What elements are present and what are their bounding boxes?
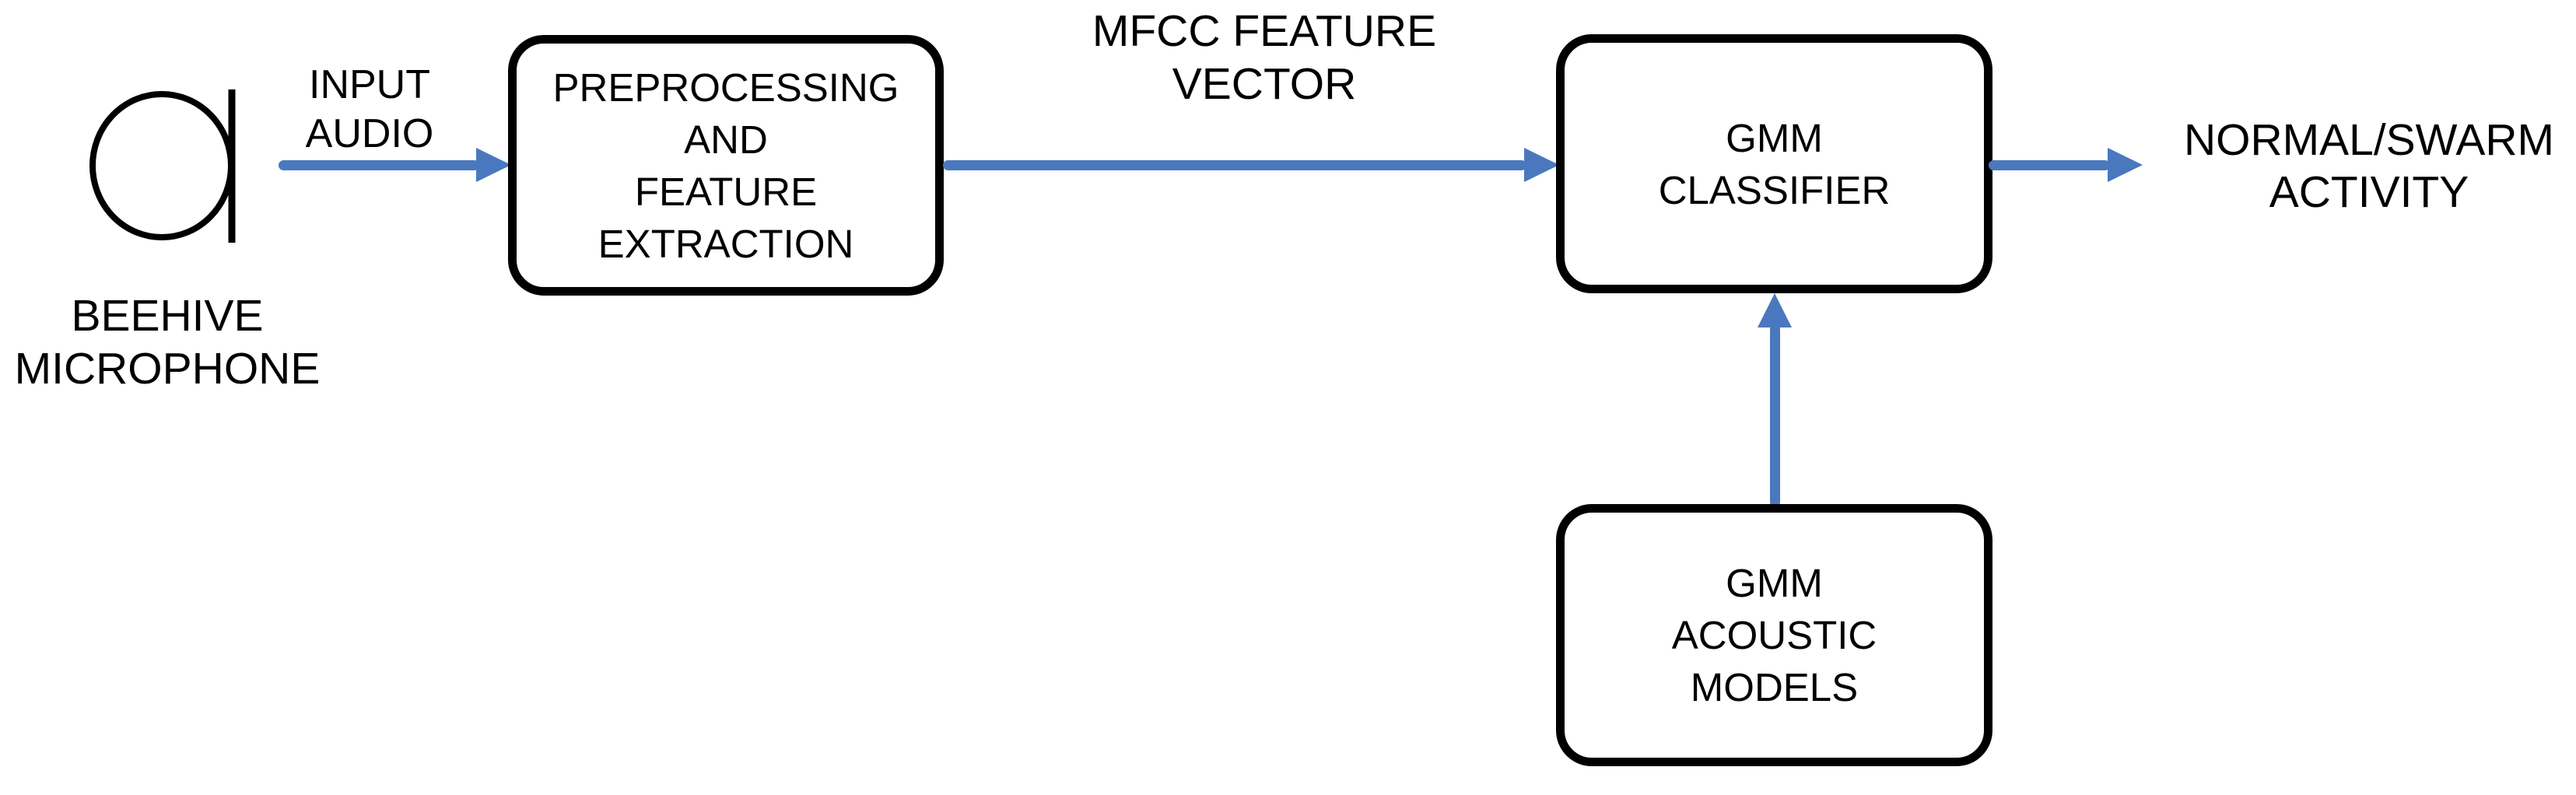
gmm-classifier-box-label: GMM CLASSIFIER: [1658, 115, 1891, 212]
input-audio-label: INPUT AUDIO: [305, 62, 434, 156]
mfcc-feature-vector-label: MFCC FEATURE VECTOR: [1092, 6, 1437, 109]
beehive-microphone-label: BEEHIVE MICROPHONE: [14, 291, 321, 394]
gmm-acoustic-models-box-label: GMM ACOUSTIC MODELS: [1671, 561, 1877, 709]
classifier-output-arrow-shaft: [1989, 160, 2110, 170]
normal-swarm-activity-label: NORMAL/SWARM ACTIVITY: [2183, 115, 2555, 217]
gmm-classifier-box: GMM CLASSIFIER: [1556, 34, 1992, 293]
input-audio-arrow-head: [476, 148, 511, 182]
microphone-icon: [89, 89, 236, 243]
models-to-classifier-arrow-shaft: [1770, 324, 1780, 507]
input-audio-arrow-shaft: [279, 160, 479, 170]
preprocessing-box: PREPROCESSING AND FEATURE EXTRACTION: [508, 35, 944, 296]
gmm-acoustic-models-box: GMM ACOUSTIC MODELS: [1556, 504, 1992, 766]
mfcc-feature-vector-arrow-head: [1524, 148, 1559, 182]
mfcc-feature-vector-arrow-shaft: [943, 160, 1526, 170]
models-to-classifier-arrow-head: [1758, 293, 1792, 327]
classifier-output-arrow-head: [2108, 148, 2143, 182]
preprocessing-box-label: PREPROCESSING AND FEATURE EXTRACTION: [552, 65, 899, 266]
